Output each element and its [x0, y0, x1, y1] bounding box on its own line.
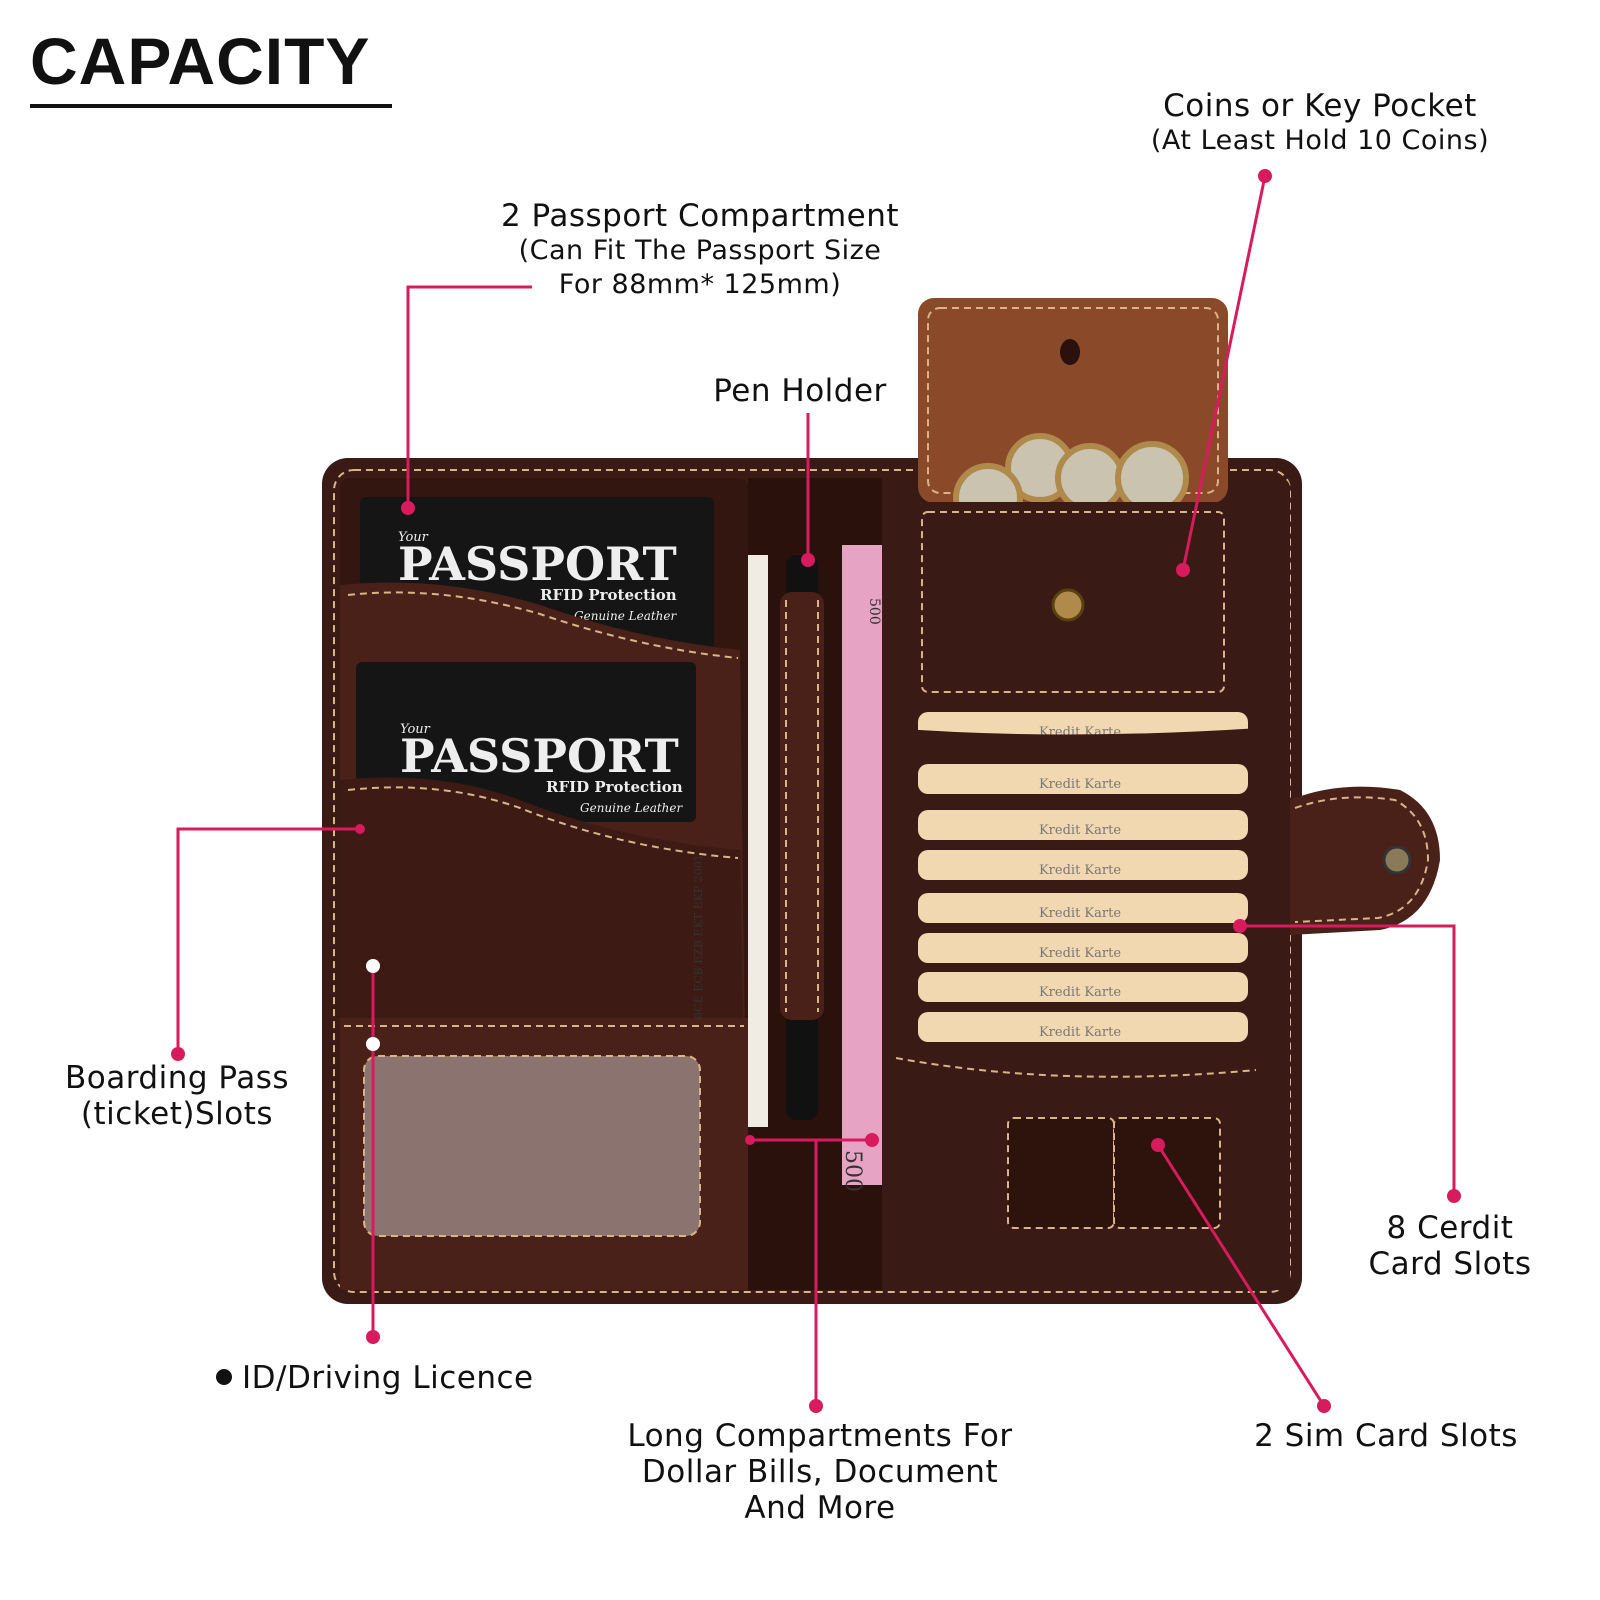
clasp-tab [1290, 786, 1440, 935]
svg-text:Kredit Karte: Kredit Karte [1039, 777, 1121, 792]
banknote-left [748, 555, 768, 1127]
svg-text:Kredit Karte: Kredit Karte [1039, 985, 1121, 1000]
svg-text:Kredit Karte: Kredit Karte [1039, 863, 1121, 878]
label-pen-line1: Pen Holder [713, 373, 887, 409]
card-slot: Kredit Karte [889, 764, 1261, 813]
banknote-value-bottom: 500 [840, 1150, 865, 1192]
banknote-value-top: 500 [866, 598, 882, 625]
passport-2-your: Your [400, 722, 431, 737]
credit-card-slots: Kredit Karte Kredit Karte Kredit Karte K… [889, 712, 1261, 1042]
bullet-icon [216, 1368, 232, 1385]
sim-slot-1 [1007, 1117, 1115, 1229]
page-title: CAPACITY [30, 24, 371, 98]
coin-pocket-snap [1051, 588, 1085, 622]
card-slot: Kredit Karte [918, 1012, 1248, 1042]
snap-button [1382, 845, 1412, 875]
card-slot: Kredit Karte [889, 810, 1261, 859]
pen-sleeve [780, 592, 824, 1020]
label-cards-line2: Card Slots [1368, 1246, 1532, 1282]
label-long-line3: And More [744, 1490, 896, 1526]
label-long-line1: Long Compartments For [627, 1418, 1013, 1454]
banknote-codes: BCE ECB EZB EKT EKP 2001 [692, 854, 705, 1020]
label-long-line2: Dollar Bills, Document [641, 1454, 999, 1490]
id-window [363, 1055, 701, 1237]
coin [1055, 443, 1125, 513]
title-underline [30, 104, 392, 108]
label-passport-line1: 2 Passport Compartment [500, 198, 900, 234]
card-slot: Kredit Karte [889, 712, 1261, 749]
label-coins-line1: Coins or Key Pocket [1163, 88, 1477, 124]
coin [1115, 441, 1189, 515]
label-sim-line1: 2 Sim Card Slots [1254, 1418, 1518, 1454]
label-credit-card-slots: 8 Cerdit Card Slots [1350, 1210, 1550, 1282]
label-cards-line1: 8 Cerdit [1386, 1210, 1514, 1246]
passport-1-your: Your [398, 530, 429, 545]
svg-text:Kredit Karte: Kredit Karte [1039, 823, 1121, 838]
card-slot: Kredit Karte [889, 850, 1261, 899]
passport-1-rfid: RFID Protection [540, 586, 677, 604]
label-boarding-line2: (ticket)Slots [80, 1096, 274, 1132]
card-slot: Kredit Karte [889, 893, 1261, 943]
svg-text:Kredit Karte: Kredit Karte [1039, 906, 1121, 921]
label-long-compartments: Long Compartments For Dollar Bills, Docu… [600, 1418, 1040, 1526]
svg-text:Kredit Karte: Kredit Karte [1039, 1025, 1121, 1040]
label-passport-compartment: 2 Passport Compartment (Can Fit The Pass… [470, 198, 930, 302]
label-boarding-pass: Boarding Pass (ticket)Slots [44, 1060, 310, 1132]
label-id-licence: ID/Driving Licence [216, 1360, 606, 1396]
label-passport-line2: (Can Fit The Passport Size [518, 235, 882, 266]
label-coins-line2: (At Least Hold 10 Coins) [1150, 125, 1490, 156]
label-passport-line3: For 88mm* 125mm) [558, 269, 842, 300]
card-slot: Kredit Karte [889, 933, 1261, 983]
label-boarding-line1: Boarding Pass [65, 1060, 289, 1096]
passport-1-leather: Genuine Leather [574, 609, 678, 623]
passport-2-title: PASSPORT [400, 729, 679, 783]
passport-2-leather: Genuine Leather [580, 801, 684, 815]
passport-1-title: PASSPORT [398, 537, 677, 591]
label-pen-holder: Pen Holder [700, 373, 900, 409]
label-id-line1: ID/Driving Licence [242, 1360, 534, 1396]
passport-2-rfid: RFID Protection [546, 778, 683, 796]
sim-slot-2 [1113, 1117, 1221, 1229]
card-slot: Kredit Karte [889, 972, 1261, 1023]
label-sim-card-slots: 2 Sim Card Slots [1236, 1418, 1536, 1454]
svg-text:Kredit Karte: Kredit Karte [1039, 946, 1121, 961]
clasp-tab-stitch [1294, 796, 1430, 923]
flap-hole [1060, 339, 1080, 365]
label-coins-pocket: Coins or Key Pocket (At Least Hold 10 Co… [1130, 88, 1510, 158]
banknote [842, 545, 882, 1185]
